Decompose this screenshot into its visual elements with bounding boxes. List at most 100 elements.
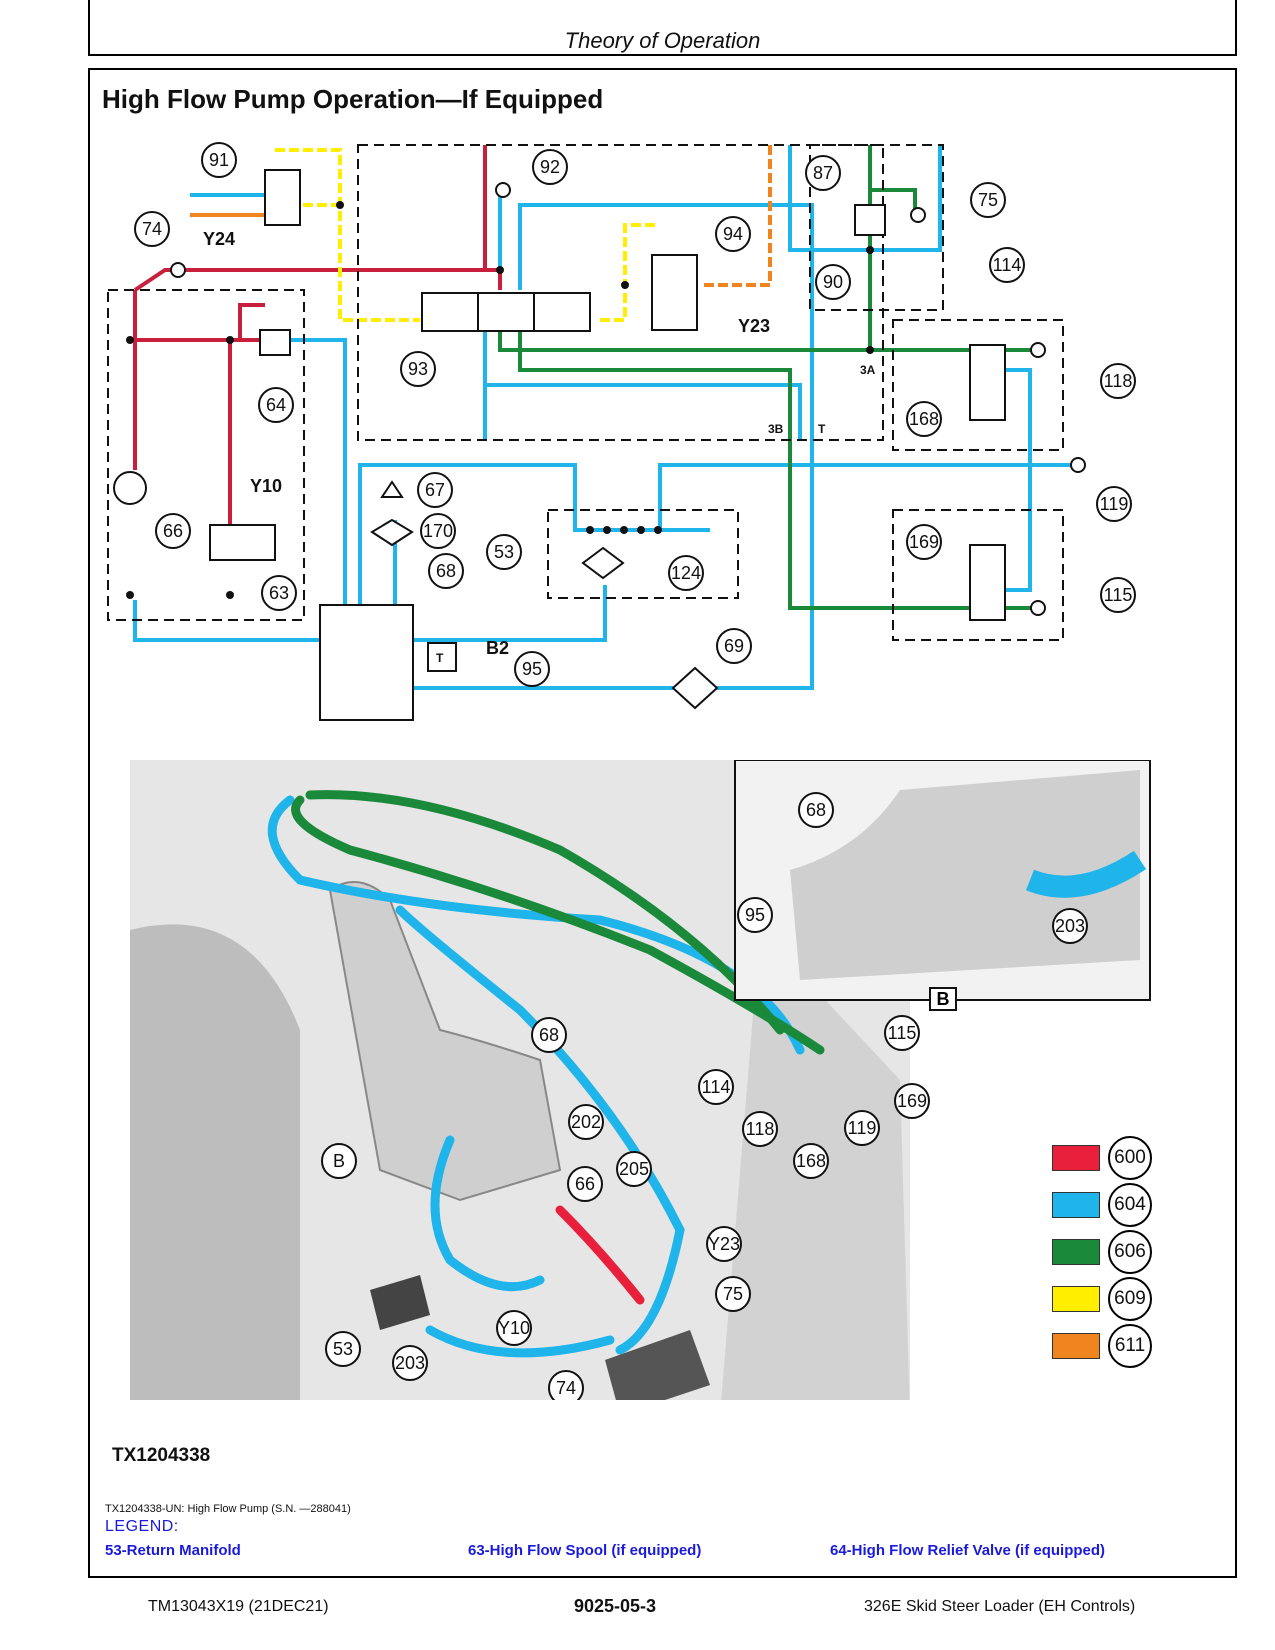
schematic-callout-circle [715, 216, 751, 252]
label-y10: Y10 [250, 476, 282, 496]
photo-callout-label: Y23 [708, 1234, 740, 1254]
schematic-callout-label: 124 [671, 563, 701, 583]
schematic-callout-circle [258, 387, 294, 423]
schematic-callout-label: 75 [978, 190, 998, 210]
photo-callout-label: 115 [888, 1023, 917, 1043]
swatch-609 [1052, 1286, 1100, 1312]
photo-callout-label: B [333, 1151, 345, 1171]
schematic-callout-label: 64 [266, 395, 286, 415]
photo-callout-circle [706, 1226, 742, 1262]
photo-callout-circle [567, 1166, 603, 1202]
schematic-callout-label: 118 [1104, 371, 1133, 391]
photo-callout-label: 114 [702, 1077, 731, 1097]
photo-callout-label: 118 [746, 1119, 775, 1139]
photo-callout-circle [742, 1111, 778, 1147]
schematic-callout-circle [805, 155, 841, 191]
schematic-callout-circle [815, 264, 851, 300]
schematic-callout-label: 66 [163, 521, 183, 541]
schematic-callout-label: 119 [1100, 494, 1129, 514]
content-frame [88, 68, 1237, 1578]
figure-id: TX1204338 [112, 1445, 211, 1466]
port-t: T [818, 422, 826, 436]
photo-callout-label: 203 [1055, 916, 1085, 936]
photo-callout-circle [325, 1331, 361, 1367]
photo-callout-label: 75 [723, 1284, 743, 1304]
schematic-callout-label: 68 [436, 561, 456, 581]
schematic-callout-label: 95 [522, 659, 542, 679]
photo-callout-label: 119 [848, 1118, 877, 1138]
figure-caption: TX1204338-UN: High Flow Pump (S.N. —2880… [105, 1503, 351, 1515]
photo-callout-circle [392, 1345, 428, 1381]
photo-callout-label: 74 [556, 1378, 576, 1398]
schematic-callout-circle [970, 182, 1006, 218]
photo-callout-label: 203 [395, 1353, 425, 1373]
footer-doc-id: TM13043X19 (21DEC21) [148, 1598, 329, 1615]
schematic-callout-circle [420, 513, 456, 549]
schematic-callout-circle [1100, 577, 1136, 613]
legend-item-64: 64-High Flow Relief Valve (if equipped) [830, 1542, 1106, 1559]
photo-callout-circle [894, 1083, 930, 1119]
schematic-callout-label: 170 [423, 521, 453, 541]
code-600: 600 [1108, 1136, 1152, 1180]
schematic-callout-circle [486, 534, 522, 570]
schematic-callout-circle [134, 211, 170, 247]
footer-machine: 326E Skid Steer Loader (EH Controls) [864, 1598, 1136, 1615]
inset-b-label: B [937, 989, 950, 1009]
photo-callout-label: 168 [796, 1151, 826, 1171]
code-604: 604 [1108, 1183, 1152, 1227]
schematic-callout-circle [201, 142, 237, 178]
schematic-callout-circle [428, 553, 464, 589]
photo-callout-circle [531, 1017, 567, 1053]
header-title: Theory of Operation [564, 28, 761, 53]
photo-callout-circle [798, 792, 834, 828]
footer-page-number: 9025-05-3 [574, 1596, 657, 1616]
photo-callout-label: 205 [619, 1159, 649, 1179]
photo-callout-circle [616, 1151, 652, 1187]
schematic-callout-label: 53 [494, 542, 514, 562]
swatch-604 [1052, 1192, 1100, 1218]
photo-callout-circle [884, 1015, 920, 1051]
port-3b: 3B [768, 422, 784, 436]
schematic-callout-label: 67 [425, 480, 445, 500]
label-y23: Y23 [738, 316, 770, 336]
photo-callout-label: Y10 [498, 1318, 530, 1338]
schematic-callout-circle [989, 247, 1025, 283]
label-b2: B2 [486, 638, 509, 658]
sensor-t: T [436, 651, 444, 665]
schematic-callout-label: 93 [408, 359, 428, 379]
schematic-callout-circle [1100, 363, 1136, 399]
photo-callout-label: 53 [333, 1339, 353, 1359]
legend-item-63: 63-High Flow Spool (if equipped) [468, 1542, 702, 1559]
schematic-callout-label: 169 [909, 532, 939, 552]
photo-callout-circle [844, 1110, 880, 1146]
label-y24: Y24 [203, 229, 235, 249]
photo-callout-label: 68 [539, 1025, 559, 1045]
photo-callout-circle [698, 1069, 734, 1105]
schematic-callout-circle [400, 351, 436, 387]
schematic-callout-circle [716, 628, 752, 664]
schematic-callout-label: 90 [823, 272, 843, 292]
schematic-callout-label: 63 [269, 583, 289, 603]
photo-callout-circle [1052, 908, 1088, 944]
photo-callout-circle [568, 1104, 604, 1140]
schematic-callout-circle [417, 472, 453, 508]
schematic-callout-circle [1096, 486, 1132, 522]
swatch-606 [1052, 1239, 1100, 1265]
photo-callout-label: 169 [897, 1091, 927, 1111]
photo-callout-label: 68 [806, 800, 826, 820]
swatch-600 [1052, 1145, 1100, 1171]
port-3a: 3A [860, 363, 876, 377]
photo-callout-label: 95 [745, 905, 765, 925]
schematic-callout-label: 87 [813, 163, 833, 183]
photo-callout-circle [793, 1143, 829, 1179]
swatch-611 [1052, 1333, 1100, 1359]
photo-callout-label: 66 [575, 1174, 595, 1194]
legend-item-53: 53-Return Manifold [105, 1542, 241, 1559]
code-606: 606 [1108, 1230, 1152, 1274]
schematic-callout-circle [668, 555, 704, 591]
page-header: Theory of Operation [88, 0, 1237, 56]
schematic-callout-label: 69 [724, 636, 744, 656]
schematic-callout-circle [155, 513, 191, 549]
